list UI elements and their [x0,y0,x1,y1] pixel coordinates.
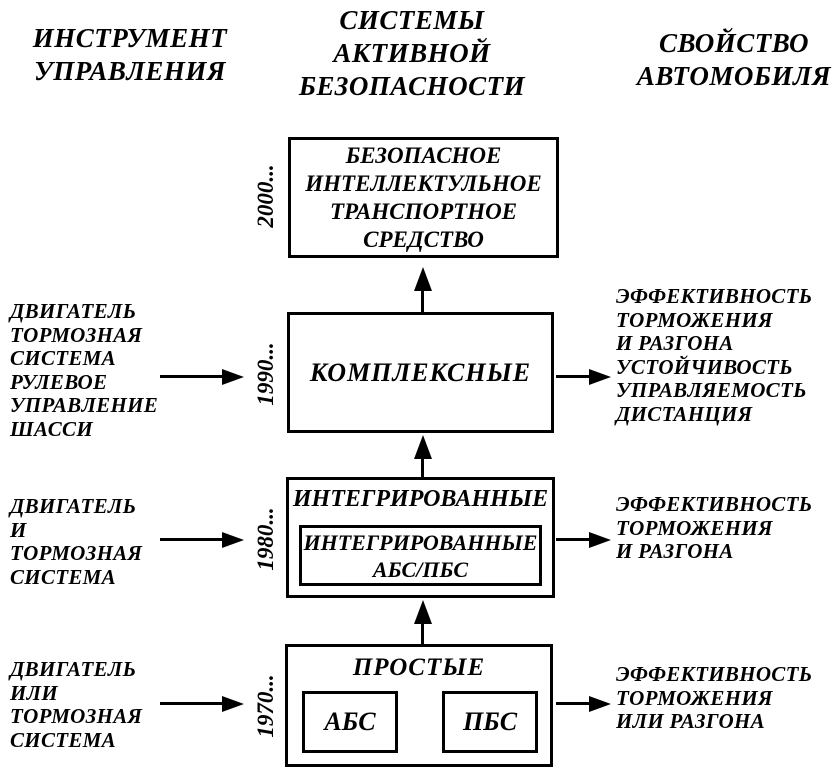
box-pbs: ПБС [442,691,538,753]
box-abs: АБС [302,691,398,753]
input-arrow-1970-icon [160,702,222,705]
box-simple-title: ПРОСТЫЕ [352,654,486,681]
input-arrow-1980-icon [160,538,222,541]
box-integrated-title: ИНТЕГРИРОВАННЫЕ [292,486,549,512]
box-complex-systems: КОМПЛЕКСНЫЕ [287,312,554,433]
header-vehicle-property: СВОЙСТВО АВТОМОБИЛЯ [636,28,832,91]
header-active-safety-systems: СИСТЕМЫ АКТИВНОЙ БЕЗОПАСНОСТИ [298,5,526,101]
vehicle-property-1970: ЭФФЕКТИВНОСТЬ ТОРМОЖЕНИЯ ИЛИ РАЗГОНА [616,662,813,733]
output-arrow-1970-icon [556,702,589,705]
year-label-1970: 1970... [253,674,278,738]
up-arrow-1970-to-1980-icon [421,624,424,644]
header-control-tool: ИНСТРУМЕНТ УПРАВЛЕНИЯ [32,23,228,86]
box-integrated-abs-pbs: ИНТЕГРИРОВАННЫЕ АБС/ПБС [299,525,542,586]
input-arrow-1990-icon [160,375,222,378]
year-label-2000: 2000... [253,164,278,228]
vehicle-property-1990: ЭФФЕКТИВНОСТЬ ТОРМОЖЕНИЯ И РАЗГОНА УСТОЙ… [616,284,813,426]
box-integrated-systems: ИНТЕГРИРОВАННЫЕ ИНТЕГРИРОВАННЫЕ АБС/ПБС [286,477,555,598]
box-safe-intelligent-vehicle: БЕЗОПАСНОЕ ИНТЕЛЛЕКТУЛЬНОЕ ТРАНСПОРТНОЕ … [288,137,559,258]
box-simple-systems: ПРОСТЫЕ АБС ПБС [285,644,553,767]
output-arrow-1980-icon [556,538,589,541]
control-tool-1980: ДВИГАТЕЛЬ И ТОРМОЗНАЯ СИСТЕМА [10,494,143,589]
up-arrow-1990-to-2000-icon [421,291,424,312]
year-label-1980: 1980... [253,507,278,571]
control-tool-1990: ДВИГАТЕЛЬ ТОРМОЗНАЯ СИСТЕМА РУЛЕВОЕ УПРА… [10,299,159,441]
output-arrow-1990-icon [556,375,589,378]
vehicle-property-1980: ЭФФЕКТИВНОСТЬ ТОРМОЖЕНИЯ И РАЗГОНА [616,492,813,563]
year-label-1990: 1990... [253,342,278,406]
up-arrow-1980-to-1990-icon [421,459,424,477]
control-tool-1970: ДВИГАТЕЛЬ ИЛИ ТОРМОЗНАЯ СИСТЕМА [10,657,143,752]
